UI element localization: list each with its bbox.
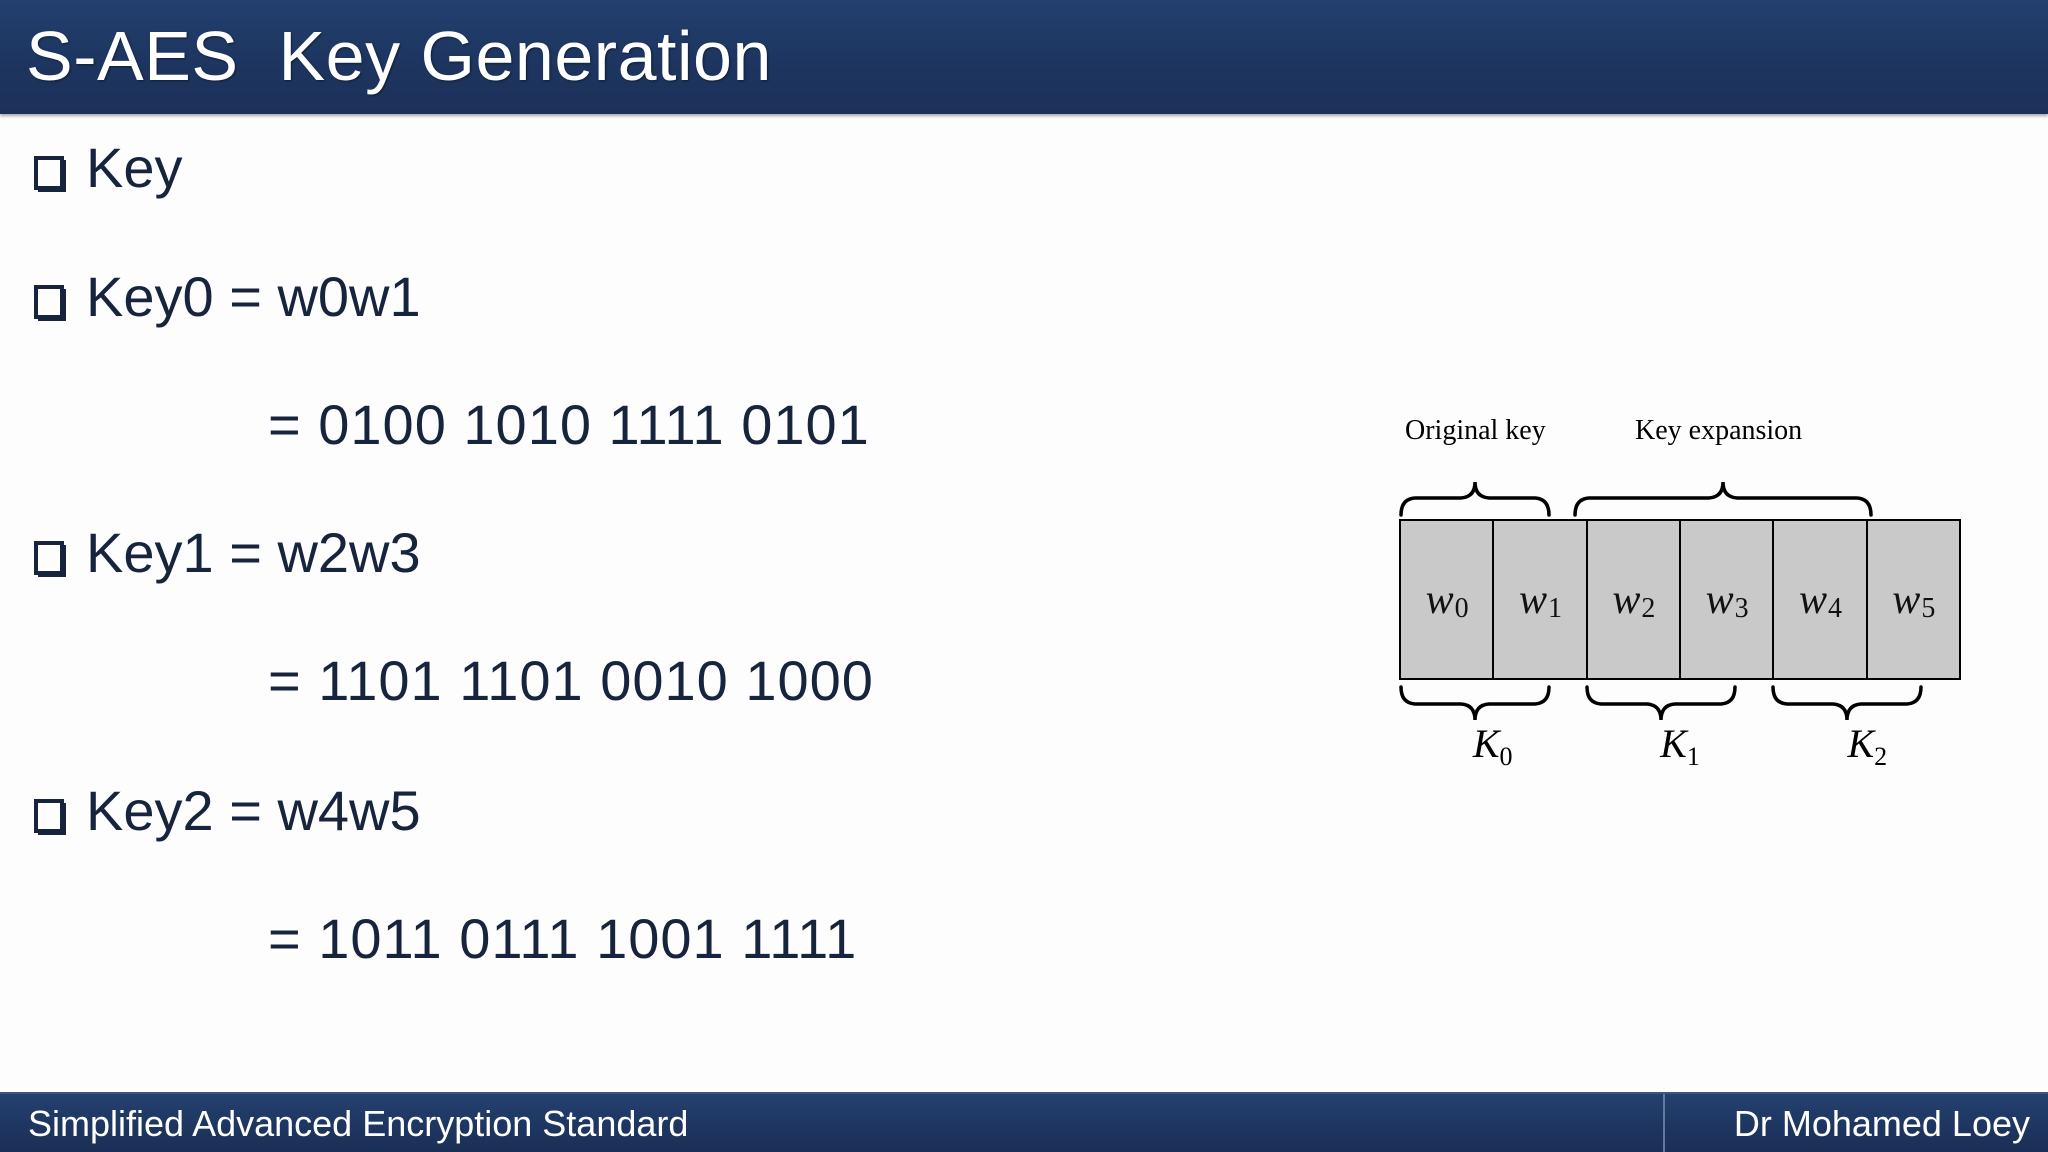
word-base: w [1612,576,1641,623]
brace-group [1399,481,1923,721]
key-subscript: 1 [1686,742,1700,771]
diagram-caption-original-key: Original key [1405,415,1546,446]
word-subscript: 4 [1827,592,1842,624]
bullet-label: Key [86,136,183,199]
word-subscript: 0 [1454,592,1469,624]
bullet-label: Key1 = w2w3 [86,521,421,584]
key2-value: = 1011 0111 1001 1111 [268,907,858,970]
word-base: w [1705,576,1734,623]
key0-value: = 0100 1010 1111 0101 [268,393,870,456]
round-key-label: K1 [1586,720,1773,771]
word-base: w [1425,576,1454,623]
footer-bar: Simplified Advanced Encryption Standard … [0,1092,2048,1152]
footer-divider [1663,1094,1665,1152]
round-key-label: K2 [1774,720,1961,771]
bullet-item-key0: Key0 = w0w1 [34,269,421,327]
brace-original-key [1399,481,1551,517]
bullet-label: Key2 = w4w5 [86,779,421,842]
word-base: w [1518,576,1547,623]
footer-author: Dr Mohamed Loey [1733,1103,2030,1144]
word-subscript: 5 [1921,592,1936,624]
key-base: K [1847,721,1875,766]
word-subscript: 1 [1548,592,1562,624]
word-base: w [1798,576,1827,623]
round-key-label-row: K0 K1 K2 [1399,720,1961,771]
bullet-item-key: Key [34,140,183,198]
bullet-label: Key0 = w0w1 [86,265,421,328]
word-subscript: 3 [1734,592,1749,624]
square-bullet-icon [34,142,86,198]
slide-body: Key Key0 = w0w1 = 0100 1010 1111 0101 Ke… [0,114,1300,1074]
title-bar: S-AES Key Generation [0,0,2048,114]
brace-key-expansion [1573,481,1873,517]
key-base: K [1472,721,1500,766]
brace-k0 [1399,685,1551,721]
bullet-item-key2: Key2 = w4w5 [34,783,421,841]
square-bullet-icon [34,271,86,327]
square-bullet-icon [34,785,86,841]
page-title: S-AES Key Generation [26,17,772,95]
key1-value: = 1101 1101 0010 1000 [268,649,874,712]
word-subscript: 2 [1641,592,1656,624]
brace-k1 [1585,685,1737,721]
footer-subject: Simplified Advanced Encryption Standard [28,1103,689,1144]
brace-k2 [1771,685,1923,721]
bullet-item-key1: Key1 = w2w3 [34,525,421,583]
key-subscript: 2 [1874,742,1888,771]
key-subscript: 0 [1499,742,1513,771]
square-bullet-icon [34,527,86,583]
key-base: K [1660,721,1687,766]
diagram-caption-key-expansion: Key expansion [1635,415,1803,446]
word-base: w [1892,576,1921,623]
round-key-label: K0 [1399,720,1586,771]
